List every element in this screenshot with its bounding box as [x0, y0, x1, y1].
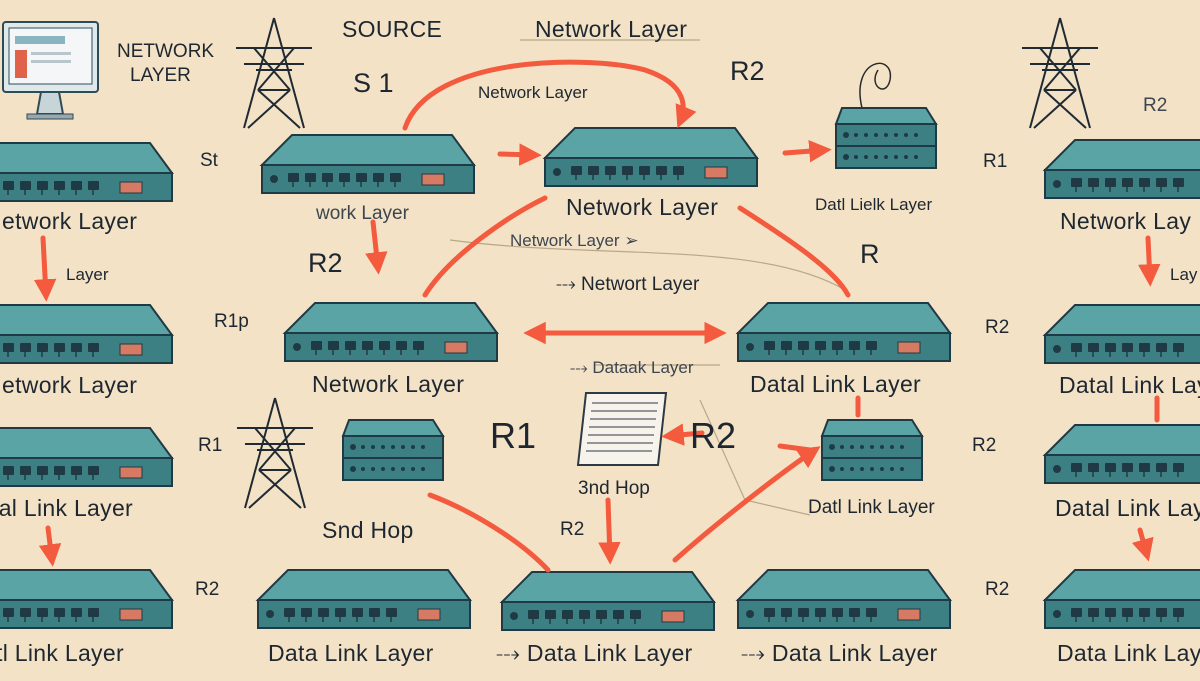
transmission-tower-icon — [1021, 17, 1099, 129]
label-r1: R1 — [198, 435, 223, 456]
label-network-layer: Network Lay — [1060, 208, 1192, 234]
network-switch-icon — [0, 427, 173, 487]
router-icon — [821, 419, 923, 481]
document-icon — [576, 392, 668, 466]
monitor-icon — [2, 21, 99, 120]
label-network-layer: Network Layer — [478, 83, 588, 102]
arrow — [661, 423, 705, 446]
label-r2: R2 — [690, 415, 737, 456]
label-data-link-layer: Datl Lielk Layer — [815, 195, 933, 214]
network-switch-icon — [0, 304, 173, 364]
label-data-link-layer: Datal Link Laye — [1055, 495, 1200, 521]
arrow — [427, 492, 551, 573]
label-network-layer: etwork Layer — [2, 372, 138, 398]
network-switch-icon — [261, 134, 475, 194]
arrows — [33, 59, 1161, 573]
label-r1: R1 — [490, 415, 537, 456]
arrow — [777, 443, 813, 453]
label-st: St — [200, 150, 218, 171]
network-switch-icon — [1044, 304, 1200, 364]
label-data-link-layer: ⤏ Dataak Layer — [570, 358, 694, 377]
arrow — [365, 219, 388, 275]
network-switch-icon — [501, 571, 715, 631]
label-network-layer: Network Layer ➢ — [510, 231, 639, 250]
router-icon — [342, 419, 444, 481]
transmission-tower-icon — [235, 17, 313, 129]
label-work-layer: work Layer — [316, 203, 409, 224]
label-data-link-layer: Data Link Layer — [268, 640, 434, 666]
label-r2: R2 — [308, 248, 343, 278]
label-r1: R1p — [214, 311, 249, 332]
label-data-link-layer: Datl Link Layer — [808, 497, 935, 518]
network-switch-icon — [284, 302, 498, 362]
arrow — [422, 195, 548, 298]
label-r2: R2 — [1143, 95, 1168, 116]
network-switch-icon — [737, 569, 951, 629]
label-data-link-layer: Datal Link Lay — [1059, 372, 1200, 398]
label-data-link-layer: Datal Link Layer — [750, 371, 921, 397]
arrow — [497, 143, 542, 166]
label-network-layer: Network Layer — [566, 194, 719, 220]
arrow — [598, 497, 621, 565]
label-data-link-layer: Data Link Laye — [1057, 640, 1200, 666]
label-r2: R2 — [985, 317, 1010, 338]
label-network-layer: Network Layer — [535, 16, 688, 42]
label-layer: Lay — [1170, 265, 1198, 284]
label-r2: R2 — [972, 435, 997, 456]
network-switch-icon — [1044, 569, 1200, 629]
arrow — [33, 235, 57, 302]
label-snd-hop: Snd Hop — [322, 517, 414, 543]
label-network-layer: etwork Layer — [2, 208, 138, 234]
label-network-layer: Network Layer — [312, 371, 465, 397]
label-network-layer-topleft: LAYER — [130, 65, 191, 86]
label-network-layer: ⤏ Networt Layer — [556, 274, 700, 295]
network-switch-icon — [544, 127, 758, 187]
label-r2: R2 — [560, 519, 585, 540]
arrow — [737, 205, 851, 298]
arrow — [1131, 527, 1154, 562]
label-data-link-layer: ⤏ Data Link Layer — [496, 640, 693, 666]
arrow — [672, 446, 821, 563]
label-r2: R2 — [195, 579, 220, 600]
label-s1: S 1 — [353, 68, 394, 98]
label-network-layer-topleft: NETWORK — [117, 41, 215, 62]
arrow — [402, 59, 697, 131]
network-switch-icon — [1044, 424, 1200, 484]
label-r: R — [860, 239, 880, 269]
label-third-hop: 3nd Hop — [578, 478, 650, 499]
network-switch-icon — [0, 569, 173, 629]
network-switch-icon — [1044, 139, 1200, 199]
label-data-link-layer: tal Link Layer — [0, 495, 133, 521]
label-data-link-layer: ⤏ Data Link Layer — [741, 640, 938, 666]
label-layer: Layer — [66, 265, 109, 284]
label-r2: R2 — [730, 56, 765, 86]
arrow — [38, 525, 62, 567]
label-r2: R2 — [985, 579, 1010, 600]
arrow — [782, 139, 832, 163]
network-switch-icon — [0, 142, 173, 202]
label-source: SOURCE — [342, 16, 443, 42]
label-r1: R1 — [983, 151, 1008, 172]
wireless-router-icon — [835, 62, 937, 169]
transmission-tower-icon — [236, 397, 314, 509]
label-data-link-layer: tl Link Layer — [0, 640, 124, 666]
arrow — [1138, 235, 1161, 287]
network-switch-icon — [257, 569, 471, 629]
network-switch-icon — [737, 302, 951, 362]
